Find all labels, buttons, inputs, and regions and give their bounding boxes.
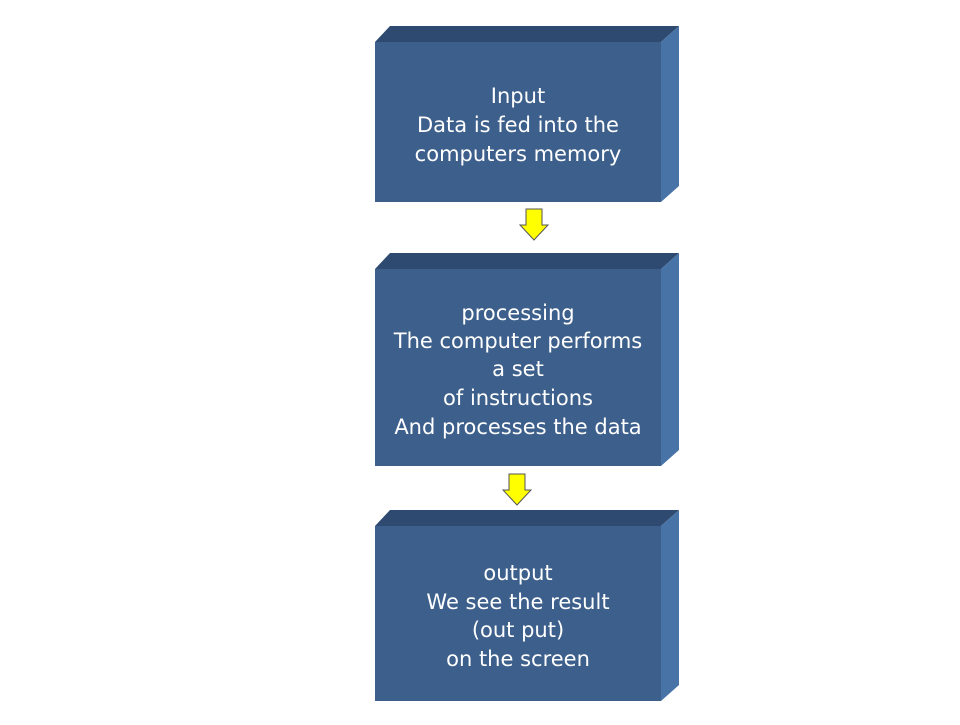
processing-box-line: And processes the data bbox=[394, 415, 641, 439]
processing-box-side bbox=[661, 253, 679, 466]
input-box-line: Data is fed into the bbox=[417, 113, 619, 137]
output-box-front bbox=[375, 526, 661, 701]
output-box-line: (out put) bbox=[472, 618, 564, 642]
processing-box-top bbox=[375, 253, 679, 269]
down-arrow-icon bbox=[501, 473, 533, 506]
input-box-line: computers memory bbox=[415, 142, 622, 166]
processing-box-line: The computer performs bbox=[393, 329, 642, 353]
output-box-line: on the screen bbox=[446, 647, 590, 671]
processing-box-title: processing bbox=[461, 301, 574, 325]
input-box-top bbox=[375, 26, 679, 42]
processing-box: processing The computer performs a set o… bbox=[375, 253, 679, 466]
output-box: output We see the result (out put) on th… bbox=[375, 510, 679, 701]
processing-box-line: a set bbox=[492, 357, 544, 381]
input-box-title: Input bbox=[491, 84, 545, 108]
input-box-front bbox=[375, 42, 661, 202]
output-box-line: We see the result bbox=[426, 590, 609, 614]
input-box-side bbox=[661, 26, 679, 202]
processing-box-line: of instructions bbox=[443, 386, 593, 410]
input-box: Input Data is fed into the computers mem… bbox=[375, 26, 679, 202]
processing-box-front bbox=[375, 269, 661, 466]
down-arrow-icon bbox=[518, 208, 550, 241]
output-box-side bbox=[661, 510, 679, 701]
output-box-title: output bbox=[483, 561, 552, 585]
output-box-top bbox=[375, 510, 679, 526]
